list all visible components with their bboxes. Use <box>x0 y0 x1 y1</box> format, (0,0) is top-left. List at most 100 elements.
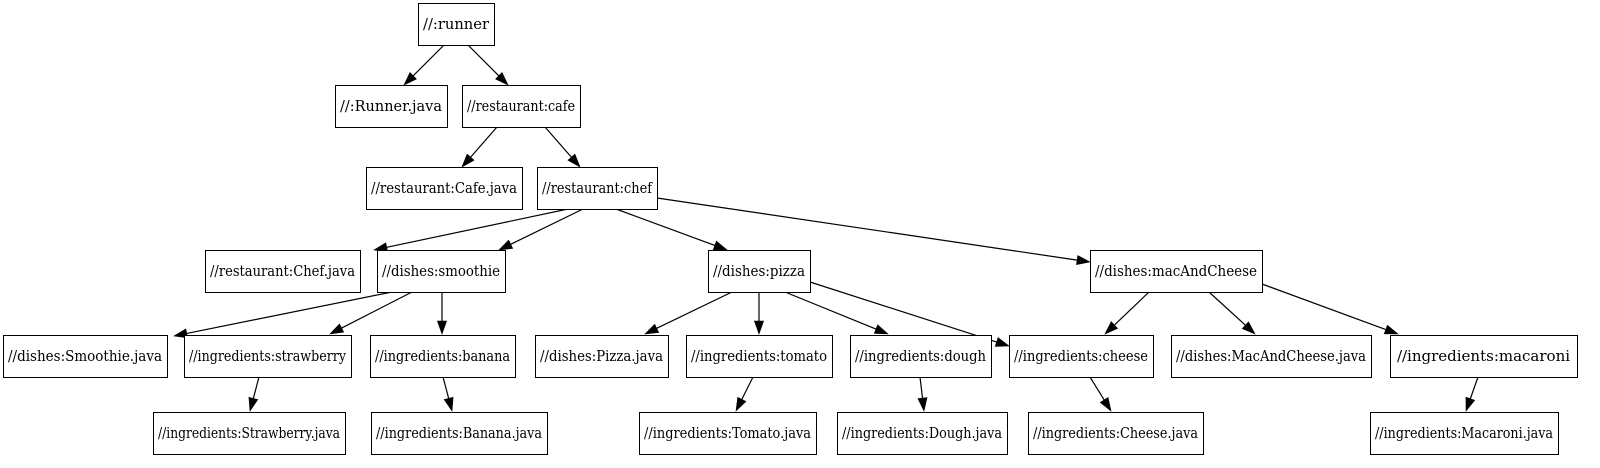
graph-node-dishes_smoothie[interactable]: //dishes:smoothie <box>377 250 506 293</box>
edge-line <box>1113 291 1150 326</box>
node-box[interactable] <box>371 412 548 455</box>
node-box[interactable] <box>1009 335 1154 378</box>
graph-node-dough[interactable]: //ingredients:dough <box>850 335 992 378</box>
node-box[interactable] <box>535 335 669 378</box>
node-box[interactable] <box>1370 412 1559 455</box>
graph-node-cheese_java[interactable]: //ingredients:Cheese.java <box>1028 412 1204 455</box>
node-box[interactable] <box>153 412 346 455</box>
graph-node-smoothie_java[interactable]: //dishes:Smoothie.java <box>3 335 168 378</box>
edge-arrowhead-icon <box>436 320 448 335</box>
graph-node-chef_java[interactable]: //restaurant:Chef.java <box>205 250 361 293</box>
graph-node-tomato[interactable]: //ingredients:tomato <box>686 335 833 378</box>
graph-edge <box>917 376 928 412</box>
graph-node-macaroni[interactable]: //ingredients:macaroni <box>1390 335 1578 378</box>
edge-arrowhead-icon <box>1241 321 1256 335</box>
edge-arrowhead-icon <box>712 240 728 251</box>
graph-edge <box>173 291 393 339</box>
node-label: //ingredients:Strawberry.java <box>158 424 340 442</box>
node-box[interactable] <box>370 335 516 378</box>
node-box[interactable] <box>366 167 523 210</box>
node-box[interactable] <box>1390 335 1578 378</box>
edge-arrowhead-icon <box>1104 321 1119 335</box>
node-label: //restaurant:cafe <box>467 97 575 115</box>
graph-node-strawberry_java[interactable]: //ingredients:Strawberry.java <box>153 412 346 455</box>
graph-edge <box>735 376 754 412</box>
graph-node-tomato_java[interactable]: //ingredients:Tomato.java <box>639 412 817 455</box>
node-label: //ingredients:banana <box>375 347 510 365</box>
graph-node-strawberry[interactable]: //ingredients:strawberry <box>184 335 352 378</box>
edge-arrowhead-icon <box>753 320 765 335</box>
graph-edge <box>644 291 733 335</box>
edge-arrowhead-icon <box>461 153 475 168</box>
edge-line <box>1469 376 1479 399</box>
node-label: //restaurant:chef <box>542 179 653 197</box>
node-box[interactable] <box>335 85 448 128</box>
node-box[interactable] <box>837 412 1008 455</box>
node-label: //:runner <box>423 15 490 33</box>
graph-node-runner_java[interactable]: //:Runner.java <box>335 85 448 128</box>
edge-arrowhead-icon <box>1465 396 1476 412</box>
node-box[interactable] <box>205 250 361 293</box>
node-box[interactable] <box>1028 412 1204 455</box>
edge-arrowhead-icon <box>644 323 660 335</box>
graph-node-dishes_pizza[interactable]: //dishes:pizza <box>708 250 811 293</box>
node-box[interactable] <box>3 335 168 378</box>
node-box[interactable] <box>1090 250 1263 293</box>
graph-node-cheese[interactable]: //ingredients:cheese <box>1009 335 1154 378</box>
edge-line <box>919 376 924 399</box>
edge-line <box>1208 291 1246 326</box>
edge-arrowhead-icon <box>498 239 514 251</box>
node-box[interactable] <box>377 250 506 293</box>
graph-node-runner[interactable]: //:runner <box>418 3 495 46</box>
graph-node-macandcheese_java[interactable]: //dishes:MacAndCheese.java <box>1171 335 1372 378</box>
node-box[interactable] <box>462 85 581 128</box>
graph-node-dough_java[interactable]: //ingredients:Dough.java <box>837 412 1008 455</box>
graph-node-macaroni_java[interactable]: //ingredients:Macaroni.java <box>1370 412 1559 455</box>
edge-line <box>386 208 569 248</box>
node-label: //dishes:pizza <box>713 262 805 280</box>
node-box[interactable] <box>686 335 833 378</box>
graph-edge <box>442 376 454 412</box>
graph-edge <box>544 126 581 168</box>
edge-line <box>252 376 260 399</box>
graph-node-pizza_java[interactable]: //dishes:Pizza.java <box>535 335 669 378</box>
edge-arrowhead-icon <box>443 396 454 412</box>
node-label: //restaurant:Cafe.java <box>371 179 517 197</box>
graph-edge <box>656 197 1091 266</box>
edge-line <box>1261 283 1387 331</box>
graph-node-restaurant_cafe[interactable]: //restaurant:cafe <box>462 85 581 128</box>
node-label: //dishes:Smoothie.java <box>8 347 162 365</box>
edge-line <box>656 291 733 329</box>
node-label: //:Runner.java <box>340 97 442 115</box>
node-label: //ingredients:tomato <box>691 347 827 365</box>
graph-edge <box>461 126 498 168</box>
node-box[interactable] <box>639 412 817 455</box>
graph-node-restaurant_chef[interactable]: //restaurant:chef <box>537 167 658 210</box>
node-box[interactable] <box>850 335 992 378</box>
graph-node-banana[interactable]: //ingredients:banana <box>370 335 516 378</box>
graph-edge <box>1104 291 1150 335</box>
node-box[interactable] <box>708 250 811 293</box>
node-box[interactable] <box>418 3 495 46</box>
edge-arrowhead-icon <box>403 72 417 86</box>
edge-line <box>470 126 498 158</box>
graph-edge <box>248 376 260 412</box>
node-box[interactable] <box>184 335 352 378</box>
node-box[interactable] <box>537 167 658 210</box>
graph-edge <box>467 44 509 86</box>
edge-arrowhead-icon <box>1383 324 1399 335</box>
node-label: //dishes:macAndCheese <box>1095 262 1257 280</box>
node-label: //ingredients:Banana.java <box>376 424 542 442</box>
edge-arrowhead-icon <box>873 324 889 335</box>
graph-node-cafe_java[interactable]: //restaurant:Cafe.java <box>366 167 523 210</box>
graph-node-dishes_macandchs[interactable]: //dishes:macAndCheese <box>1090 250 1263 293</box>
edge-line <box>186 291 393 335</box>
node-box[interactable] <box>1171 335 1372 378</box>
node-label: //ingredients:Tomato.java <box>644 424 811 442</box>
edge-arrowhead-icon <box>1076 255 1091 266</box>
edge-line <box>467 44 500 77</box>
graph-node-banana_java[interactable]: //ingredients:Banana.java <box>371 412 548 455</box>
edge-arrowhead-icon <box>1099 397 1112 412</box>
edge-line <box>656 197 1078 261</box>
